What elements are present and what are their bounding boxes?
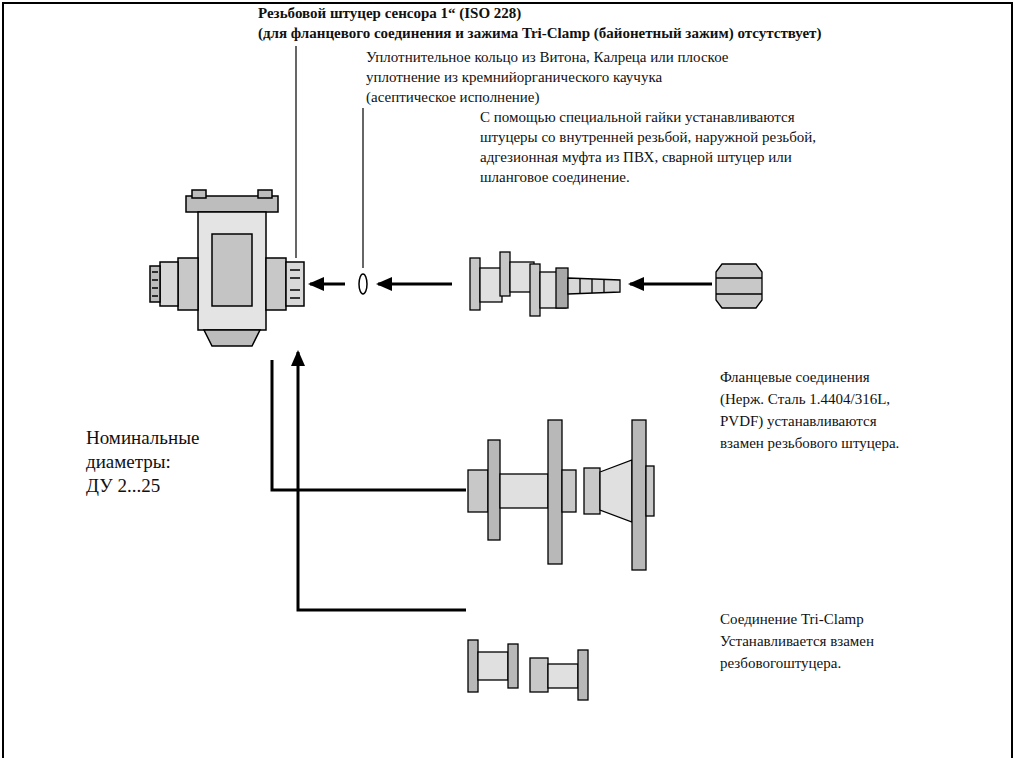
sensor-body-part	[286, 262, 304, 306]
sensor-body-part	[198, 212, 266, 330]
callout-text: С помощью специальной гайки устанавливаю…	[480, 108, 795, 126]
threaded-fittings-part	[500, 252, 510, 296]
hex-nut-part	[716, 293, 762, 294]
callout-text: Номинальные	[86, 426, 199, 450]
callout-text: взамен резьбового штуцера.	[720, 434, 899, 452]
callout-text: PVDF) устанавливаются	[720, 412, 877, 430]
threaded-fittings-part	[568, 278, 620, 294]
callout-text: уплотнение из кремнийорганического каучу…	[366, 68, 662, 86]
threaded-fittings	[470, 252, 620, 316]
leader-lines	[296, 46, 363, 268]
callout-text: штуцеры со внутренней резьбой, наружной …	[480, 128, 816, 146]
threaded-fittings-part	[480, 268, 502, 302]
threaded-fittings-part	[470, 258, 480, 310]
flange-connections-part	[584, 468, 600, 514]
tri-clamp-connections-part	[530, 658, 548, 692]
threaded-fittings-part	[591, 279, 592, 293]
callout-text: (Нерж. Сталь 1.4404/316L,	[720, 390, 890, 408]
sensor-body-part	[290, 289, 300, 291]
sensor-body-part	[204, 330, 260, 346]
flange-connections-part	[500, 474, 548, 508]
callout-text: Уплотнительное кольцо из Витона, Калреца…	[366, 48, 728, 66]
sensor-body	[150, 190, 304, 346]
sensor-body-part	[258, 190, 272, 198]
sensor-body-part	[266, 258, 286, 310]
frame	[3, 3, 1012, 758]
callout-text: ДУ 2...25	[86, 474, 160, 498]
assembly-arrows-part	[630, 283, 712, 286]
callout-text: Устанавливается взамен	[720, 632, 874, 650]
tri-clamp-connections-part	[508, 644, 518, 688]
sensor-body-part	[212, 234, 252, 306]
hex-nut	[716, 264, 762, 308]
tri-clamp-connections-part	[548, 664, 578, 688]
sensor-body-part	[152, 295, 158, 297]
tri-clamp-connections-part	[478, 652, 508, 680]
threaded-fittings-part	[579, 278, 580, 294]
assembly-arrows-part	[272, 360, 466, 490]
sensor-body-part	[152, 271, 158, 273]
o-ring-part	[359, 274, 367, 294]
flange-connections-part	[468, 470, 488, 512]
callout-text: адгезионная муфта из ПВХ, сварной штуцер…	[480, 148, 792, 166]
sensor-body-part	[290, 297, 300, 299]
sensor-body-part	[192, 190, 206, 198]
flange-connections-part	[488, 440, 500, 540]
tri-clamp-connections	[468, 640, 588, 700]
sensor-body-part	[152, 287, 158, 289]
callout-text: диаметры:	[86, 450, 171, 474]
sensor-body-part	[290, 277, 300, 279]
flange-connections-part	[562, 470, 576, 512]
callout-text: Соединение Tri-Clamp	[720, 610, 864, 628]
sensor-body-part	[178, 258, 198, 310]
sensor-body-part	[152, 279, 158, 281]
callout-text: шланговое соединение.	[480, 168, 630, 186]
flange-connections-part	[646, 466, 654, 516]
assembly-arrows	[272, 284, 712, 610]
assembly-arrows-part	[378, 283, 452, 286]
hex-nut-part	[716, 277, 762, 278]
sensor-body-part	[290, 269, 300, 271]
callout-text: Резьбовой штуцер сенсора 1“ (ISO 228)	[258, 4, 521, 22]
flange-connections	[468, 420, 654, 570]
leader-lines-part	[295, 46, 296, 258]
threaded-fittings-part	[556, 268, 568, 308]
callout-text: резбовогоштуцера.	[720, 654, 841, 672]
callout-text: (асептическое исполнение)	[366, 88, 540, 106]
tri-clamp-connections-part	[578, 650, 588, 700]
callout-text: Фланцевые соединения	[720, 368, 870, 386]
threaded-fittings-part	[530, 264, 540, 316]
leader-lines-part	[362, 108, 363, 268]
sensor-body-part	[150, 266, 160, 302]
tri-clamp-connections-part	[468, 640, 478, 692]
hex-nut-part	[716, 264, 762, 308]
sensor-body-part	[160, 262, 178, 306]
flange-connections-part	[548, 420, 562, 564]
assembly-arrows-part	[298, 352, 466, 610]
callout-text: (для фланцевого соединения и зажима Tri-…	[258, 24, 821, 42]
assembly-arrows-part	[310, 283, 345, 286]
flange-connections-part	[600, 460, 632, 522]
threaded-fittings-part	[603, 279, 604, 293]
flange-connections-part	[632, 420, 646, 570]
o-ring	[359, 274, 367, 294]
frame-part	[3, 3, 1012, 758]
